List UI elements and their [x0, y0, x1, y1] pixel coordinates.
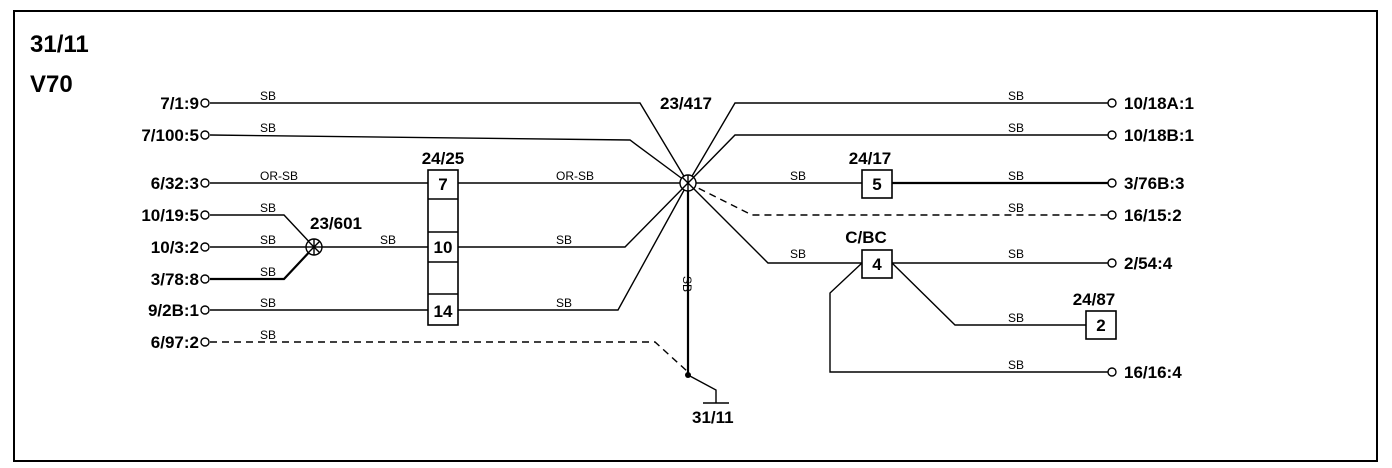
- terminal-label-left: 6/32:3: [151, 174, 199, 193]
- terminal-label-left: 6/97:2: [151, 333, 199, 352]
- wires: [209, 102, 1108, 404]
- connector-pin: 4: [872, 255, 882, 274]
- connector-pin: 5: [872, 175, 881, 194]
- wire-label: SB: [260, 296, 276, 310]
- wire-10-18b-1: [687, 134, 1108, 184]
- terminal-circle: [200, 242, 210, 252]
- wire-label: SB: [1008, 247, 1024, 261]
- wire-conn10-to-splice: [458, 182, 689, 248]
- connector-c-bc: C/BC 4: [845, 228, 893, 279]
- wire-10-18a-1: [687, 102, 1108, 184]
- terminal-label-right: 3/76B:3: [1124, 174, 1184, 193]
- terminal-label-left: 10/19:5: [141, 206, 199, 225]
- connector-label: 24/25: [422, 149, 465, 168]
- connector-pin: 2: [1096, 316, 1105, 335]
- connector-pin: 7: [438, 175, 447, 194]
- wire-6-97-2: [210, 341, 689, 373]
- connector-pin: 14: [434, 302, 453, 321]
- connector-housing: [1085, 310, 1117, 340]
- wire-label-vertical: SB: [680, 276, 694, 292]
- wire-label: SB: [260, 89, 276, 103]
- terminal-label-left: 7/100:5: [141, 126, 199, 145]
- wire-7-100-5: [209, 134, 689, 184]
- terminal-label-left: 7/1:9: [160, 94, 199, 113]
- wire-16-15-2: [687, 182, 1108, 216]
- wire-label: OR-SB: [556, 169, 594, 183]
- terminal-label-left: 3/78:8: [151, 270, 199, 289]
- connector-label: 24/87: [1073, 290, 1116, 309]
- terminal-circle: [200, 337, 210, 347]
- terminal-circle: [200, 178, 210, 188]
- wire-label: SB: [556, 296, 572, 310]
- connector-label: C/BC: [845, 228, 887, 247]
- splice-label: 23/601: [310, 214, 362, 233]
- wire-label: SB: [1008, 121, 1024, 135]
- terminal-label-left: 9/2B:1: [148, 301, 199, 320]
- terminal-circle: [1107, 178, 1117, 188]
- ground-leg: [687, 374, 717, 403]
- wire-label: SB: [260, 233, 276, 247]
- diagram-frame: [13, 10, 1378, 462]
- connector-housing: [861, 249, 893, 279]
- wire-conn14-to-splice: [458, 182, 689, 311]
- terminal-label-right: 10/18A:1: [1124, 94, 1194, 113]
- diagram-title: 31/11: [30, 31, 89, 58]
- wire-label: SB: [260, 201, 276, 215]
- terminal-circle: [200, 274, 210, 284]
- splice-23-601: 23/601: [305, 214, 362, 256]
- diagram-model: V70: [30, 71, 73, 98]
- wire-labels: SB SB OR-SB SB SB SB SB SB SB OR-SB SB S…: [260, 89, 1024, 372]
- wire-label: SB: [260, 121, 276, 135]
- terminal-circle: [1107, 367, 1117, 377]
- wire-splice-to-cbc: [687, 182, 862, 264]
- terminal-circle: [1107, 258, 1117, 268]
- wire-label: SB: [260, 265, 276, 279]
- wire-label: SB: [1008, 169, 1024, 183]
- wire-label: OR-SB: [260, 169, 298, 183]
- connector-pin: 10: [434, 238, 453, 257]
- terminal-circle: [200, 98, 210, 108]
- terminal-circle: [200, 130, 210, 140]
- splice-cross: [307, 240, 321, 254]
- wire-label: SB: [260, 328, 276, 342]
- connector-24-87: 24/87 2: [1073, 290, 1117, 340]
- connector-24-17: 24/17 5: [849, 149, 893, 199]
- terminal-label-right: 10/18B:1: [1124, 126, 1194, 145]
- terminal-circle: [1107, 210, 1117, 220]
- terminal-circle: [200, 305, 210, 315]
- terminal-circle: [1107, 98, 1117, 108]
- wire-label: SB: [1008, 89, 1024, 103]
- wire-10-19-5: [210, 214, 315, 248]
- connector-label: 24/17: [849, 149, 892, 168]
- terminal-circle: [200, 210, 210, 220]
- terminal-circle: [1107, 130, 1117, 140]
- splice-label: 23/417: [660, 94, 712, 113]
- ground-label: 31/11: [692, 408, 734, 427]
- terminal-label-right: 2/54:4: [1124, 254, 1173, 273]
- left-terminals: 7/1:9 7/100:5 6/32:3 10/19:5 10/3:2 3/78…: [141, 94, 210, 352]
- splice-23-417: 23/417: [660, 94, 712, 192]
- wire-label: SB: [556, 233, 572, 247]
- wire-cbc-to-16-16-4: [829, 262, 1108, 373]
- terminal-label-left: 10/3:2: [151, 238, 199, 257]
- terminal-label-right: 16/15:2: [1124, 206, 1182, 225]
- wire-label: SB: [1008, 358, 1024, 372]
- terminal-label-right: 16/16:4: [1124, 363, 1182, 382]
- wire-label: SB: [1008, 311, 1024, 325]
- right-terminals: 10/18A:1 10/18B:1 3/76B:3 16/15:2 2/54:4…: [1107, 94, 1194, 382]
- wire-cbc-to-2487: [891, 262, 1086, 326]
- connector-housing: [861, 169, 893, 199]
- wire-3-78-8: [210, 246, 315, 281]
- wire-7-1-9: [210, 102, 689, 184]
- connector-24-25: 24/25 7 10 14: [422, 149, 465, 326]
- wire-label: SB: [1008, 201, 1024, 215]
- wire-label: SB: [790, 247, 806, 261]
- ground-junction-dot: [685, 372, 691, 378]
- wire-label: SB: [380, 233, 396, 247]
- wire-label: SB: [790, 169, 806, 183]
- connector-housing: [427, 169, 459, 326]
